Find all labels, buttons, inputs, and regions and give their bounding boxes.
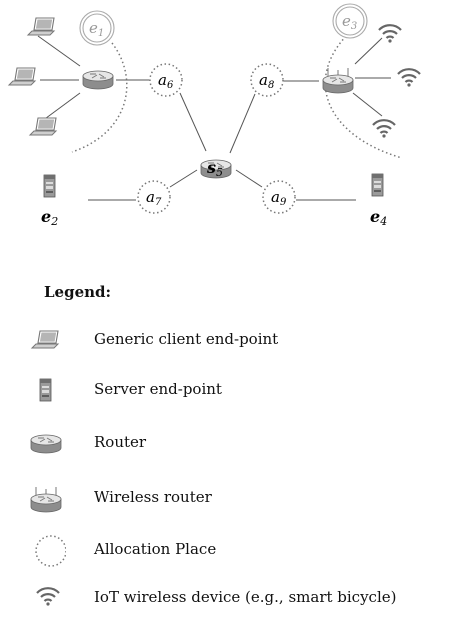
laptop-icon (27, 17, 55, 36)
legend-title: Legend: (44, 283, 112, 301)
wifi-icon (371, 119, 397, 139)
laptop-icon (29, 117, 57, 136)
link-laptop1-router (37, 35, 81, 67)
svg-text:e1: e1 (89, 19, 104, 39)
server-icon (43, 174, 56, 198)
legend-label: Server end-point (94, 380, 222, 398)
node-e1: e1 (79, 10, 115, 46)
legend-item: Server end-point (30, 373, 466, 407)
legend-label: Allocation Place (94, 540, 217, 558)
legend-item: IoT wireless device (e.g., smart bicycle… (30, 581, 466, 615)
node-a6: a6 (149, 63, 183, 97)
wifi-icon (377, 24, 403, 44)
svg-text:a8: a8 (259, 71, 274, 91)
svg-text:a6: a6 (158, 71, 174, 91)
router-icon (82, 70, 114, 90)
node-a8: a8 (250, 63, 284, 97)
legend-item: Generic client end-point (30, 323, 466, 357)
node-e3: e3 (332, 3, 368, 39)
link-s5-a9 (235, 169, 263, 188)
wifi-icon (396, 68, 422, 88)
label-e4: e4 (370, 207, 387, 228)
node-a7: a7 (137, 180, 171, 214)
link-wrouter-wifi1 (354, 37, 383, 65)
link-a8-s5 (229, 93, 256, 154)
legend-label: IoT wireless device (e.g., smart bicycle… (94, 588, 397, 606)
legend-label: Wireless router (94, 488, 212, 506)
node-a9: a9 (262, 180, 296, 214)
link-a7-s5 (169, 169, 198, 188)
allocation-boundary-e1 (71, 42, 128, 153)
label-s5: s5 (206, 158, 223, 179)
server-icon (39, 378, 52, 402)
legend-item: Router (30, 426, 466, 460)
laptop-icon (31, 330, 59, 349)
legend-label: Router (94, 433, 147, 451)
allocation-boundary-e3 (324, 29, 403, 159)
svg-text:a9: a9 (271, 188, 287, 208)
wireless-router-icon (323, 68, 353, 93)
router-icon (30, 434, 62, 454)
legend-item: Allocation Place (30, 533, 466, 567)
wireless-router-icon (30, 481, 66, 515)
link-wrouter-wifi3 (352, 92, 383, 117)
svg-text:a7: a7 (146, 188, 162, 208)
legend-item: Wireless router (30, 481, 466, 515)
laptop-icon (8, 67, 36, 86)
network-diagram: e1 e3 a6 a8 a7 a9 e2 e4 s5 (8, 3, 422, 228)
link-a6-s5 (179, 92, 207, 152)
allocation-place-icon (35, 535, 66, 567)
legend-label: Generic client end-point (94, 330, 279, 348)
label-e2: e2 (41, 207, 58, 228)
server-icon (371, 173, 384, 197)
wifi-icon (35, 587, 61, 607)
svg-text:e3: e3 (342, 12, 357, 32)
